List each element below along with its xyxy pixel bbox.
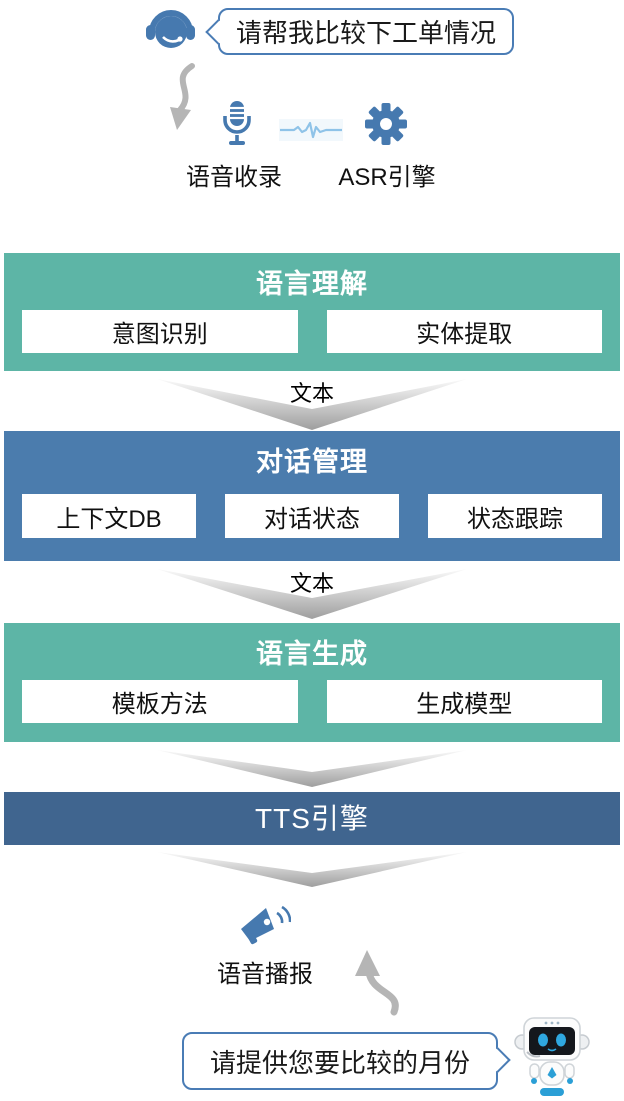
microphone-icon (223, 101, 251, 145)
block-language-generation: 语言生成 模板方法 生成模型 (4, 623, 620, 742)
block-items-row: 上下文DB 对话状态 状态跟踪 (22, 494, 602, 538)
chevron-down-icon (157, 569, 467, 619)
chevron-arrow-1: 文本 (157, 373, 467, 430)
user-speech-bubble: 请帮我比较下工单情况 (205, 8, 514, 55)
block-language-understanding: 语言理解 意图识别 实体提取 (4, 253, 620, 371)
arrow-curved-up-icon (355, 950, 399, 1016)
item-context-db: 上下文DB (22, 494, 196, 538)
tts-engine-bar: TTS引擎 (4, 792, 620, 845)
gear-icon (365, 103, 407, 145)
arrow-curved-down-icon (170, 63, 195, 130)
block-dialog-management: 对话管理 上下文DB 对话状态 状态跟踪 (4, 431, 620, 561)
flow-text-label: 文本 (289, 571, 334, 596)
megaphone-icon (241, 905, 291, 945)
block-title: 对话管理 (256, 447, 368, 477)
block-title: 语言理解 (256, 269, 368, 299)
block-items-row: 意图识别 实体提取 (22, 310, 602, 353)
block-title: 语言生成 (256, 639, 368, 669)
headset-icon (146, 10, 195, 48)
chevron-arrow-3 (157, 747, 467, 787)
voice-broadcast-label: 语音播报 (217, 961, 313, 988)
bot-reply-text: 请提供您要比较的月份 (209, 1047, 470, 1078)
item-intent-recognition: 意图识别 (22, 310, 298, 353)
voice-capture-label: 语音收录 (186, 164, 282, 191)
chevron-arrow-2: 文本 (157, 563, 467, 619)
item-template-method: 模板方法 (22, 680, 298, 723)
user-query-text: 请帮我比较下工单情况 (235, 18, 496, 48)
chevron-down-icon (157, 852, 467, 887)
bubble-tail-left (205, 19, 231, 45)
chevron-down-icon (157, 750, 467, 787)
item-generative-model: 生成模型 (326, 680, 602, 723)
robot-icon (514, 1017, 590, 1096)
item-dialog-state: 对话状态 (225, 494, 399, 538)
chevron-arrow-4 (157, 849, 467, 887)
bot-speech-bubble: 请提供您要比较的月份 (182, 1032, 511, 1090)
bubble-tail-right (485, 1047, 511, 1073)
chevron-down-icon (157, 379, 467, 430)
block-items-row: 模板方法 生成模型 (22, 680, 602, 723)
item-state-tracking: 状态跟踪 (428, 494, 602, 538)
waveform-icon (279, 119, 343, 141)
asr-engine-label: ASR引擎 (338, 164, 436, 191)
flow-text-label: 文本 (289, 381, 334, 406)
item-entity-extraction: 实体提取 (326, 310, 602, 353)
